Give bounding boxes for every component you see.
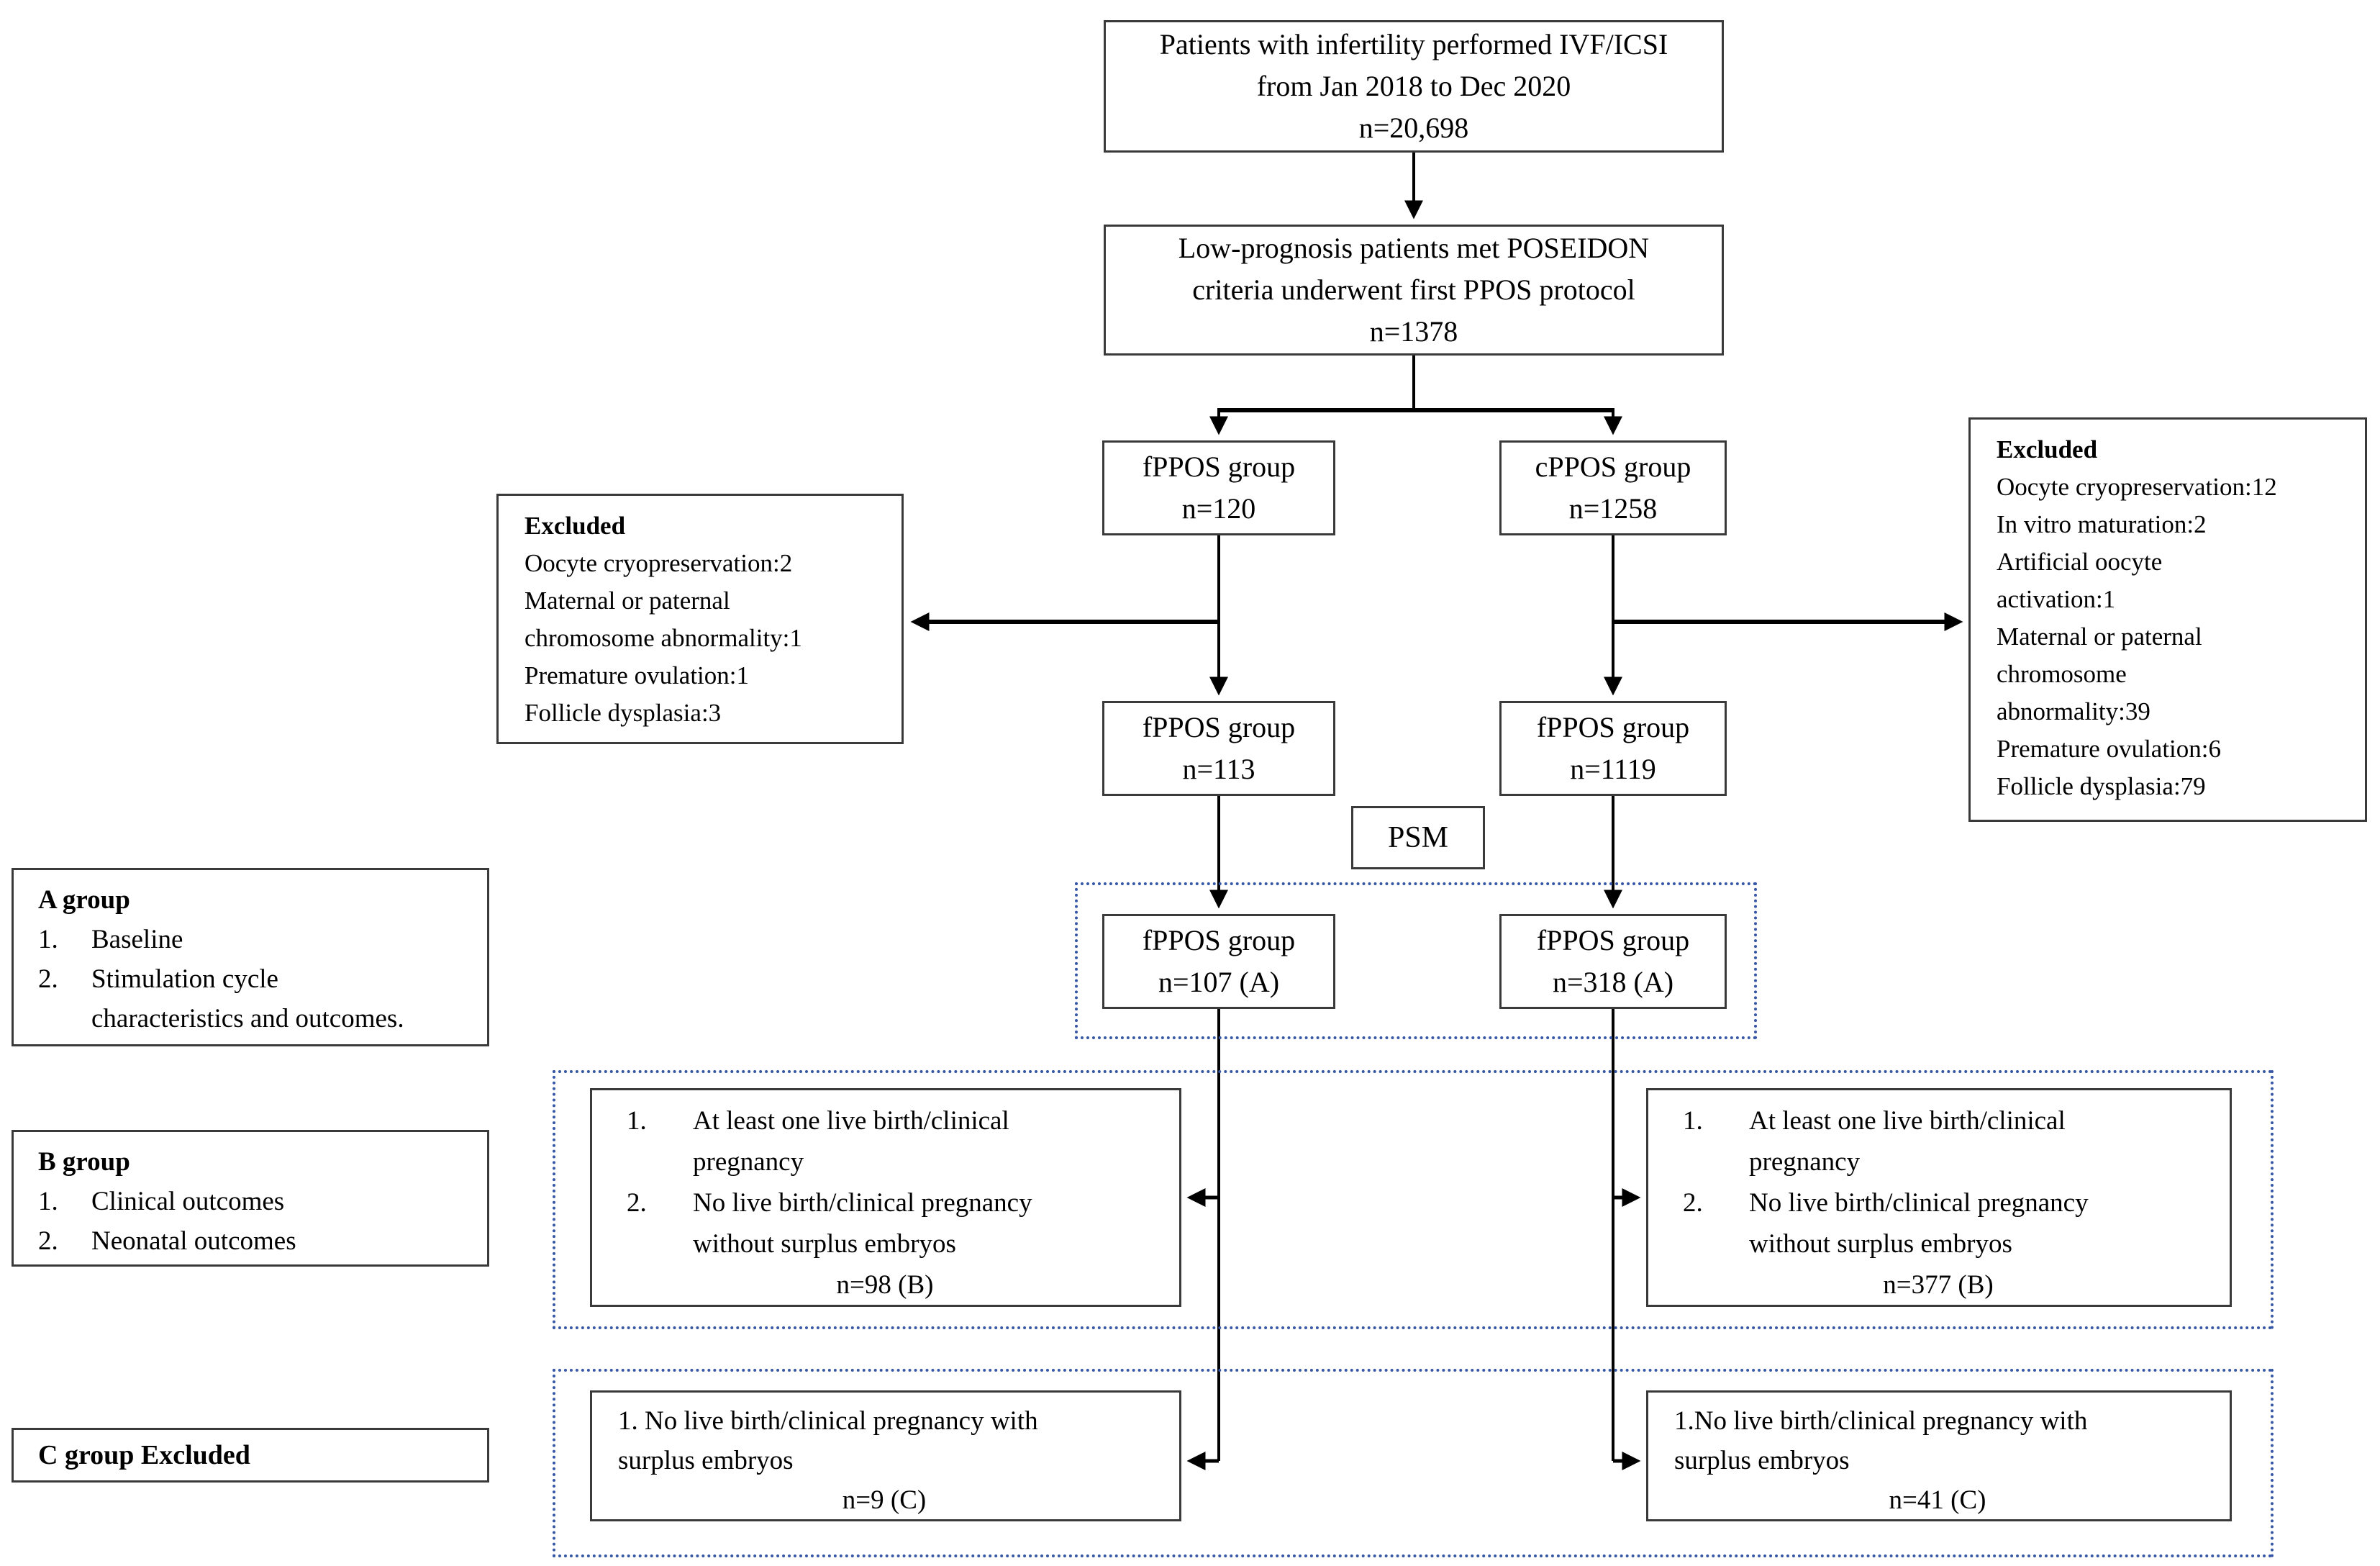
legend-a-item1: 1. Baseline [38,920,480,959]
excluded-right-item: abnormality:39 [1997,697,2150,725]
legend-b-item1: 1. Clinical outcomes [38,1182,480,1221]
b-left-count: n=98 (B) [836,1270,934,1300]
group-c-outline [553,1369,2274,1557]
legend-a-item2-line1: Stimulation cycle [91,964,278,994]
excluded-left-item: Oocyte cryopreservation:2 [524,549,793,577]
b-right-item1: 1. At least one live birth/clinical preg… [1683,1100,2222,1182]
box-fppos-n120-count: n=120 [1181,492,1256,525]
b-left-item2-line1: No live birth/clinical pregnancy [693,1188,1032,1218]
c-right-count: n=41 (C) [1889,1485,1986,1515]
list-number: 1. [1683,1106,1703,1136]
b-right-item1-line1: At least one live birth/clinical [1749,1106,2066,1136]
box-fppos-n1119: fPPOS group n=1119 [1499,701,1727,796]
box-poseidon-line1: Low-prognosis patients met POSEIDON [1178,232,1650,264]
box-cppos-n1258: cPPOS group n=1258 [1499,440,1727,535]
box-total-line2: from Jan 2018 to Dec 2020 [1256,70,1571,102]
box-fppos-n120: fPPOS group n=120 [1102,440,1335,535]
b-right-item2: 2. No live birth/clinical pregnancy with… [1683,1182,2222,1264]
list-number: 1. [38,925,58,954]
box-fppos-n318-a: fPPOS group n=318 (A) [1499,914,1727,1009]
list-number: 2. [38,964,58,994]
box-excluded-right: Excluded Oocyte cryopreservation:12 In v… [1968,417,2367,822]
legend-a-item2: 2. Stimulation cycle characteristics and… [38,959,480,1038]
excluded-right-item: Artificial oocyte [1997,548,2163,576]
legend-a-group: A group 1. Baseline 2. Stimulation cycle… [12,868,489,1046]
legend-c-group: C group Excluded [12,1428,489,1483]
box-fppos-n1119-label: fPPOS group [1536,711,1690,743]
box-fppos-n318-count: n=318 (A) [1552,966,1674,998]
c-right-line1: 1.No live birth/clinical pregnancy with [1674,1406,2088,1436]
excluded-left-item: Follicle dysplasia:3 [524,699,722,727]
excluded-right-title: Excluded [1997,435,2098,463]
box-poseidon-count: n=1378 [1369,315,1458,348]
group-a-outline [1075,882,1757,1039]
box-fppos-n107-label: fPPOS group [1142,924,1296,956]
excluded-right-item: Maternal or paternal [1997,623,2202,651]
c-right-line2: surplus embryos [1674,1446,1850,1475]
excluded-right-item: activation:1 [1997,585,2116,613]
psm-label: PSM [1387,821,1449,854]
legend-a-item2-line2: characteristics and outcomes. [91,1004,404,1033]
box-excluded-left: Excluded Oocyte cryopreservation:2 Mater… [496,494,904,744]
excluded-left-item: Premature ovulation:1 [524,661,750,689]
box-group-b-left: 1. At least one live birth/clinical preg… [590,1088,1181,1307]
list-number: 2. [627,1188,647,1218]
c-left-count: n=9 (C) [842,1485,927,1515]
b-left-item1-line2: pregnancy [693,1147,804,1177]
legend-c-title: C group Excluded [38,1440,250,1470]
excluded-right-item: Follicle dysplasia:79 [1997,772,2206,800]
excluded-right-item: In vitro maturation:2 [1997,510,2207,538]
excluded-right-item: Oocyte cryopreservation:12 [1997,473,2277,501]
b-right-count: n=377 (B) [1883,1270,1994,1300]
excluded-right-item: Premature ovulation:6 [1997,735,2222,763]
box-fppos-n120-label: fPPOS group [1142,451,1296,483]
excluded-right-item: chromosome [1997,660,2127,688]
box-fppos-n107-count: n=107 (A) [1158,966,1280,998]
psm-label-box: PSM [1351,806,1485,869]
box-group-b-right: 1. At least one live birth/clinical preg… [1646,1088,2232,1307]
box-cppos-n1258-label: cPPOS group [1535,451,1691,483]
legend-b-title: B group [38,1147,130,1177]
legend-a-item1-text: Baseline [91,925,183,954]
b-right-item2-line1: No live birth/clinical pregnancy [1749,1188,2089,1218]
box-poseidon-line2: criteria underwent first PPOS protocol [1192,273,1635,306]
excluded-left-item: chromosome abnormality:1 [524,624,802,652]
b-right-item2-line2: without surplus embryos [1749,1229,2012,1259]
box-fppos-n113-count: n=113 [1182,753,1255,785]
box-fppos-n113: fPPOS group n=113 [1102,701,1335,796]
b-right-item1-line2: pregnancy [1749,1147,1861,1177]
b-left-item2: 2. No live birth/clinical pregnancy with… [627,1182,1172,1264]
box-total-line1: Patients with infertility performed IVF/… [1159,28,1668,60]
list-number: 2. [1683,1188,1703,1218]
list-number: 1. [627,1106,647,1136]
b-left-item2-line2: without surplus embryos [693,1229,956,1259]
c-left-line1: 1. No live birth/clinical pregnancy with [618,1406,1038,1436]
box-fppos-n113-label: fPPOS group [1142,711,1296,743]
box-fppos-n318-label: fPPOS group [1536,924,1690,956]
list-number: 2. [38,1226,58,1256]
box-group-c-right: 1.No live birth/clinical pregnancy with … [1646,1390,2232,1521]
legend-b-item2: 2. Neonatal outcomes [38,1221,480,1261]
box-fppos-n107-a: fPPOS group n=107 (A) [1102,914,1335,1009]
legend-b-group: B group 1. Clinical outcomes 2. Neonatal… [12,1130,489,1267]
b-left-item1-line1: At least one live birth/clinical [693,1106,1009,1136]
group-b-outline [553,1070,2274,1329]
box-cppos-n1258-count: n=1258 [1568,492,1658,525]
box-total-count: n=20,698 [1358,112,1469,144]
legend-b-item1-text: Clinical outcomes [91,1187,285,1216]
excluded-left-title: Excluded [524,512,626,540]
box-group-c-left: 1. No live birth/clinical pregnancy with… [590,1390,1181,1521]
legend-b-item2-text: Neonatal outcomes [91,1226,296,1256]
list-number: 1. [38,1187,58,1216]
box-poseidon: Low-prognosis patients met POSEIDON crit… [1104,225,1724,356]
c-left-line2: surplus embryos [618,1446,794,1475]
box-fppos-n1119-count: n=1119 [1570,753,1656,785]
excluded-left-item: Maternal or paternal [524,587,730,615]
legend-a-title: A group [38,885,130,915]
box-total-patients: Patients with infertility performed IVF/… [1104,20,1724,153]
b-left-item1: 1. At least one live birth/clinical preg… [627,1100,1172,1182]
